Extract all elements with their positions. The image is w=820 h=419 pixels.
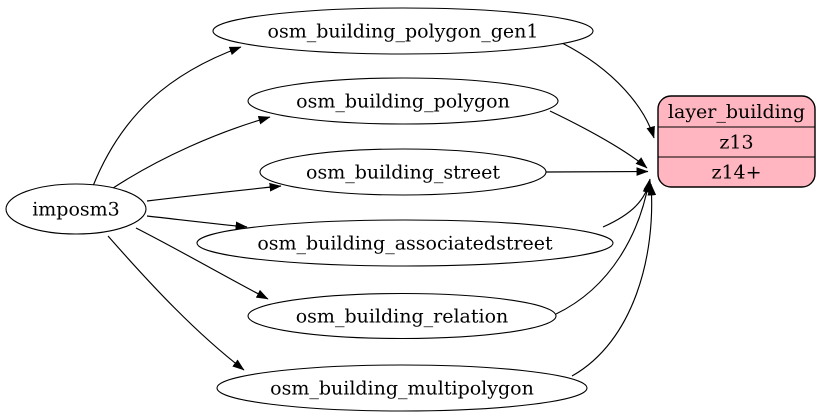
edge-imposm3-to-osm-building-polygon	[109, 115, 271, 191]
osm-building-multipolygon-label: osm_building_multipolygon	[270, 378, 534, 400]
edge-imposm3-to-osm-building-polygon-gen1	[92, 46, 242, 187]
osm-building-associatedstreet-label: osm_building_associatedstreet	[257, 233, 553, 255]
layer-building-row-z14plus: z14+	[711, 162, 761, 184]
osm-building-street-ellipse	[259, 148, 547, 196]
layer-building-row-z13: z13	[719, 132, 753, 154]
osm-building-multipolygon-ellipse	[216, 364, 588, 412]
node-imposm3: imposm3	[5, 183, 147, 235]
edge-osm-building-relation-to-z14plus	[555, 180, 652, 315]
osm-building-relation-label: osm_building_relation	[296, 306, 509, 328]
node-osm-building-polygon-gen1: osm_building_polygon_gen1	[212, 7, 594, 55]
osm-building-street-label: osm_building_street	[306, 162, 500, 184]
node-layer-building: layer_building z13 z14+	[657, 95, 816, 188]
edge-imposm3-to-osm-building-multipolygon	[107, 235, 245, 371]
osm-building-polygon-ellipse	[247, 77, 559, 125]
edges-from-source	[92, 46, 282, 371]
edge-imposm3-to-osm-building-associatedstreet	[146, 215, 248, 231]
node-osm-building-street: osm_building_street	[259, 148, 547, 196]
edge-osm-building-polygon-to-z14plus	[549, 110, 648, 169]
node-osm-building-relation: osm_building_relation	[247, 292, 557, 340]
edge-imposm3-to-osm-building-relation	[135, 227, 269, 300]
node-osm-building-multipolygon: osm_building_multipolygon	[216, 364, 588, 412]
imposm3-ellipse	[5, 183, 147, 235]
node-osm-building-associatedstreet: osm_building_associatedstreet	[196, 219, 614, 267]
osm-building-polygon-label: osm_building_polygon	[296, 91, 510, 113]
edge-osm-building-street-to-z14plus	[545, 167, 649, 176]
edge-imposm3-to-osm-building-street	[146, 182, 282, 202]
edge-osm-building-polygon-gen1-to-z13	[561, 42, 655, 139]
osm-building-relation-ellipse	[247, 292, 557, 340]
layer-building-box	[657, 95, 816, 188]
imposm3-label: imposm3	[32, 199, 120, 221]
layer-building-title: layer_building	[668, 101, 805, 123]
osm-building-polygon-gen1-ellipse	[212, 7, 594, 55]
osm-building-polygon-gen1-label: osm_building_polygon_gen1	[268, 21, 539, 43]
node-osm-building-polygon: osm_building_polygon	[247, 77, 559, 125]
edges-to-layer	[545, 42, 657, 377]
edge-osm-building-multipolygon-to-z14plus	[571, 183, 657, 377]
edge-osm-building-associatedstreet-to-z14plus	[602, 178, 653, 228]
osm-building-associatedstreet-ellipse	[196, 219, 614, 267]
